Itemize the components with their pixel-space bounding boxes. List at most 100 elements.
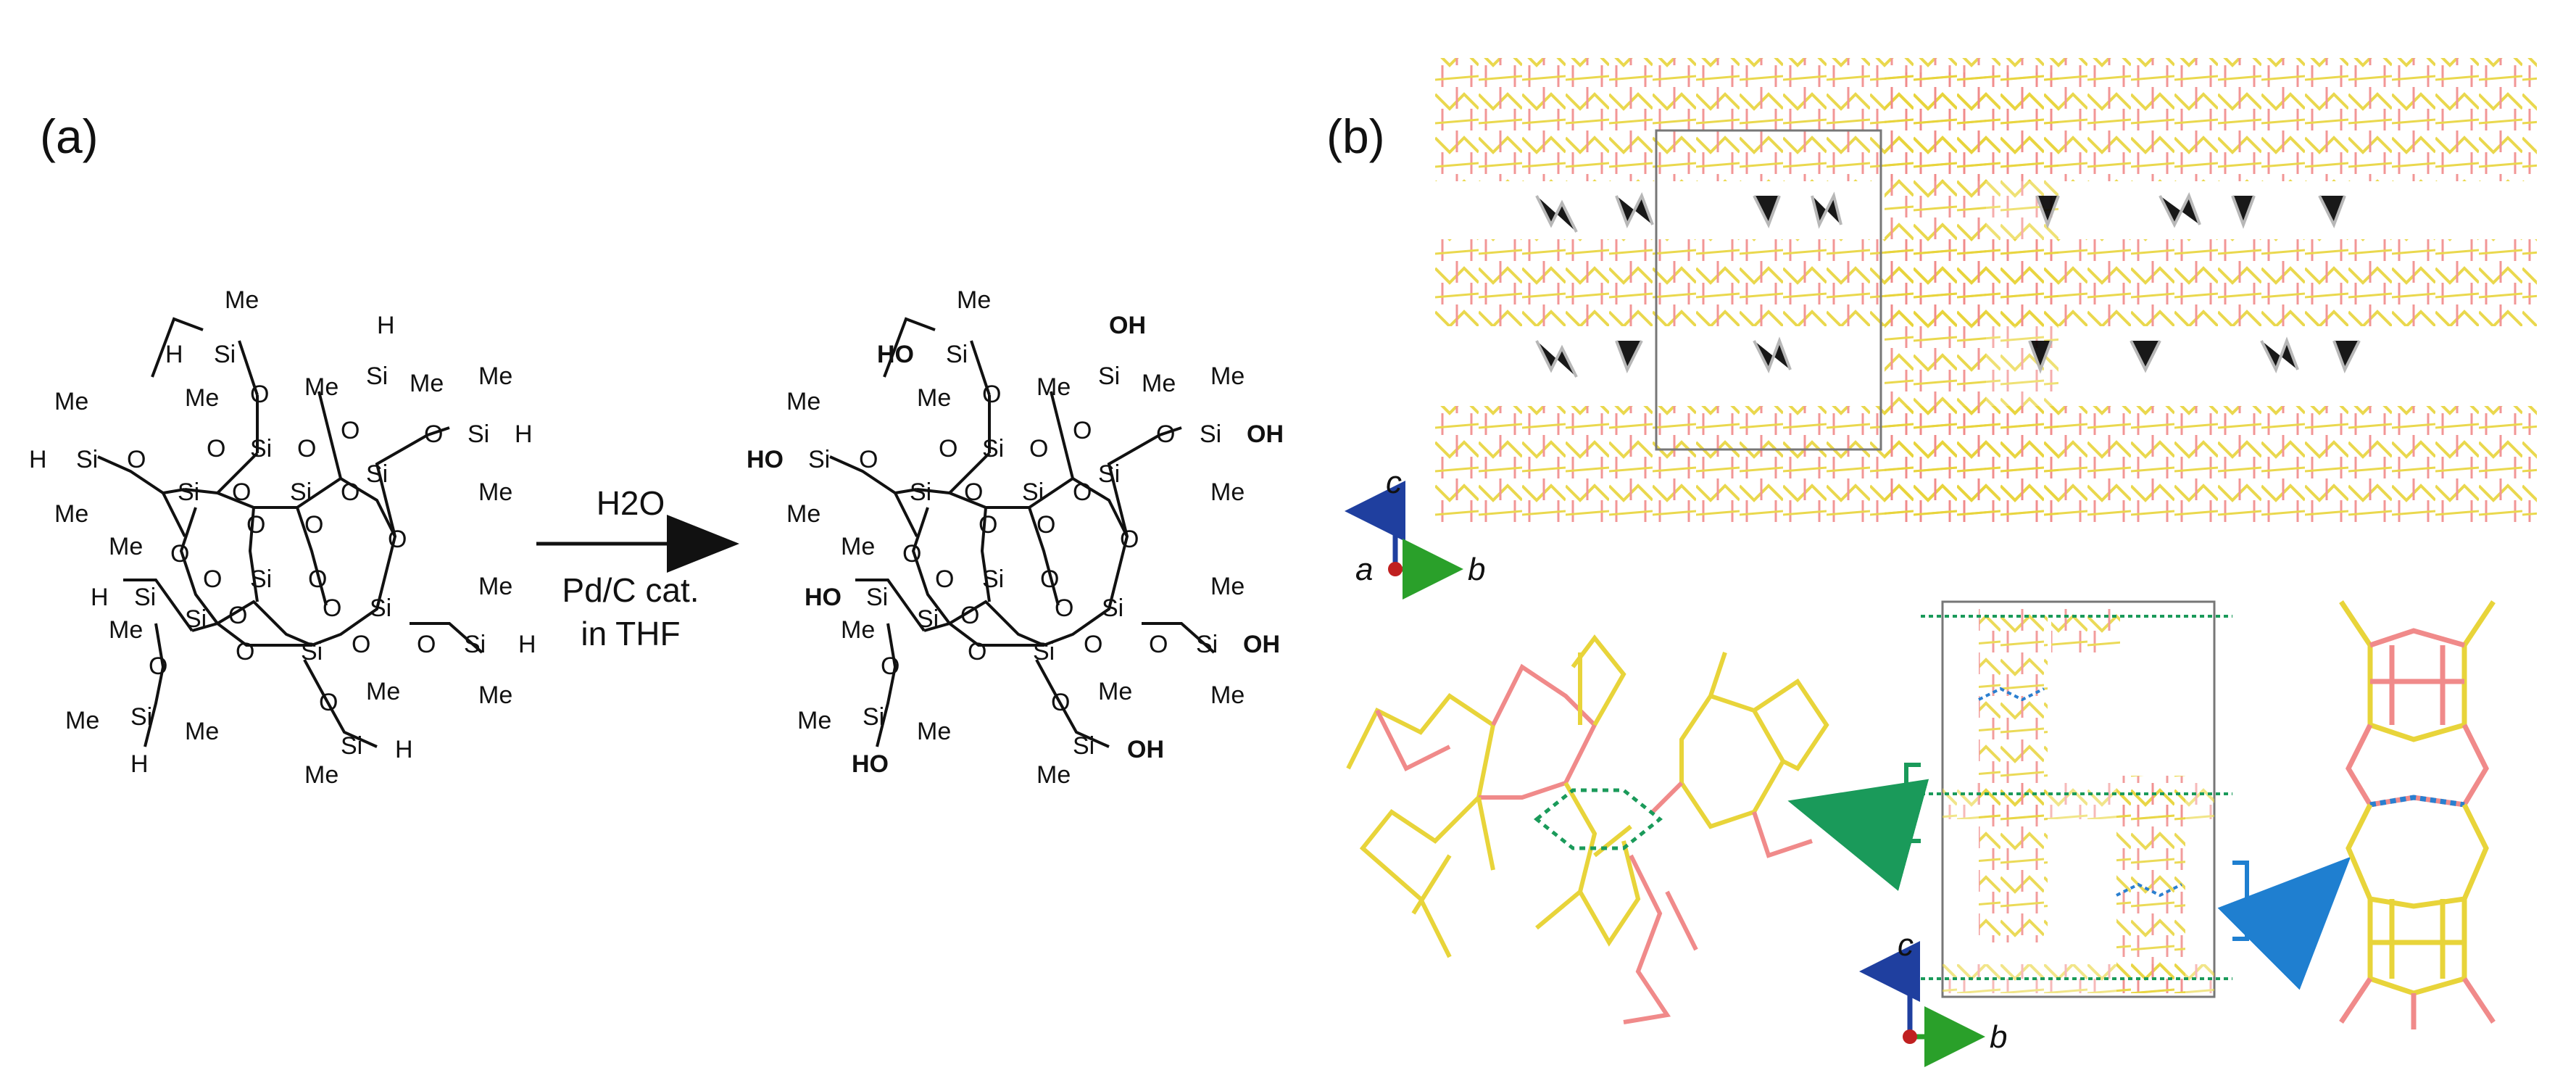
me-label: Me <box>1210 362 1245 390</box>
reagent-solvent: in THF <box>581 615 680 652</box>
h-label: H <box>29 446 47 473</box>
si-label: Si <box>866 584 888 611</box>
oh-label: OH <box>1247 420 1284 448</box>
si-label: Si <box>468 420 489 448</box>
product-molecule <box>829 317 1216 748</box>
me-label: Me <box>1210 573 1245 600</box>
o-label: O <box>250 381 269 408</box>
si-label: Si <box>301 638 323 666</box>
axis-b-label: b <box>1990 1019 2007 1055</box>
o-label: O <box>203 565 222 593</box>
si-label: Si <box>370 594 391 622</box>
me-label: Me <box>957 286 991 314</box>
o-label: O <box>1040 565 1059 593</box>
h-label: H <box>395 736 413 763</box>
axis-a-label: a <box>1355 552 1373 587</box>
ho-label: HO <box>747 446 784 473</box>
o-label: O <box>859 446 878 473</box>
me-label: Me <box>54 388 88 415</box>
o-label: O <box>1120 526 1139 553</box>
o-label: O <box>1036 511 1055 539</box>
o-label: O <box>1051 689 1070 716</box>
h-label: H <box>515 420 533 448</box>
o-label: O <box>341 478 360 506</box>
oh-label: OH <box>1243 631 1280 658</box>
si-label: Si <box>178 478 199 506</box>
o-label: O <box>1055 594 1073 622</box>
column-structure-right <box>2339 600 2496 1029</box>
me-label: Me <box>54 500 88 528</box>
o-label: O <box>1084 631 1102 658</box>
me-label: Me <box>1036 373 1071 401</box>
blue-curved-arrow-icon <box>2217 856 2351 990</box>
o-label: O <box>939 435 957 463</box>
o-label: O <box>388 526 407 553</box>
me-label: Me <box>109 616 143 644</box>
si-label: Si <box>366 362 388 390</box>
o-label: O <box>1073 478 1092 506</box>
o-label: O <box>1156 420 1175 448</box>
blue-bracket <box>2232 861 2258 941</box>
h-label: H <box>518 631 536 658</box>
me-label: Me <box>1036 761 1071 789</box>
me-label: Me <box>917 384 951 412</box>
me-label: Me <box>841 533 875 560</box>
si-label: Si <box>1196 631 1218 658</box>
panel-a-label: (a) <box>40 109 99 163</box>
o-label: O <box>881 652 899 680</box>
si-label: Si <box>134 584 156 611</box>
si-label: Si <box>946 341 968 368</box>
me-label: Me <box>1210 478 1245 506</box>
ho-label: HO <box>852 750 889 778</box>
h-label: H <box>377 312 395 339</box>
me-label: Me <box>797 707 831 734</box>
me-label: Me <box>478 362 512 390</box>
o-label: O <box>424 420 443 448</box>
axis-triad-icon: c a b <box>1345 465 1485 600</box>
unit-cell-box <box>1655 129 1882 451</box>
reagent-water: H2O <box>597 484 665 522</box>
h-label: H <box>165 341 183 368</box>
o-label: O <box>1073 417 1092 444</box>
o-label: O <box>417 631 436 658</box>
o-label: O <box>960 602 979 629</box>
si-label: Si <box>982 565 1004 593</box>
o-label: O <box>149 652 167 680</box>
si-label: Si <box>808 446 830 473</box>
si-label: Si <box>341 732 362 760</box>
si-label: Si <box>464 631 486 658</box>
me-label: Me <box>841 616 875 644</box>
me-label: Me <box>109 533 143 560</box>
me-label: Me <box>786 500 820 528</box>
me-label: Me <box>65 707 99 734</box>
o-label: O <box>207 435 225 463</box>
axis-c-label: c <box>1386 465 1402 500</box>
me-label: Me <box>304 373 338 401</box>
si-label: Si <box>76 446 98 473</box>
si-label: Si <box>1098 362 1120 390</box>
si-label: Si <box>917 605 939 633</box>
o-label: O <box>319 689 338 716</box>
si-label: Si <box>1022 478 1044 506</box>
axis-triad-icon: c b <box>1859 927 2007 1067</box>
crystal-packing-top <box>1435 58 2537 522</box>
o-label: O <box>297 435 316 463</box>
reagent-catalyst: Pd/C cat. <box>562 571 699 609</box>
axis-b-label: b <box>1468 552 1485 587</box>
me-label: Me <box>917 718 951 745</box>
o-label: O <box>323 594 341 622</box>
si-label: Si <box>1073 732 1094 760</box>
me-label: Me <box>1098 678 1132 705</box>
si-label: Si <box>250 435 272 463</box>
h-label: H <box>91 584 109 611</box>
si-label: Si <box>910 478 931 506</box>
si-label: Si <box>1102 594 1123 622</box>
reactant-molecule <box>97 317 483 748</box>
si-label: Si <box>290 478 312 506</box>
ho-label: HO <box>805 584 842 611</box>
me-label: Me <box>1210 681 1245 709</box>
o-label: O <box>902 540 921 568</box>
si-label: Si <box>130 703 152 731</box>
si-label: Si <box>863 703 884 731</box>
